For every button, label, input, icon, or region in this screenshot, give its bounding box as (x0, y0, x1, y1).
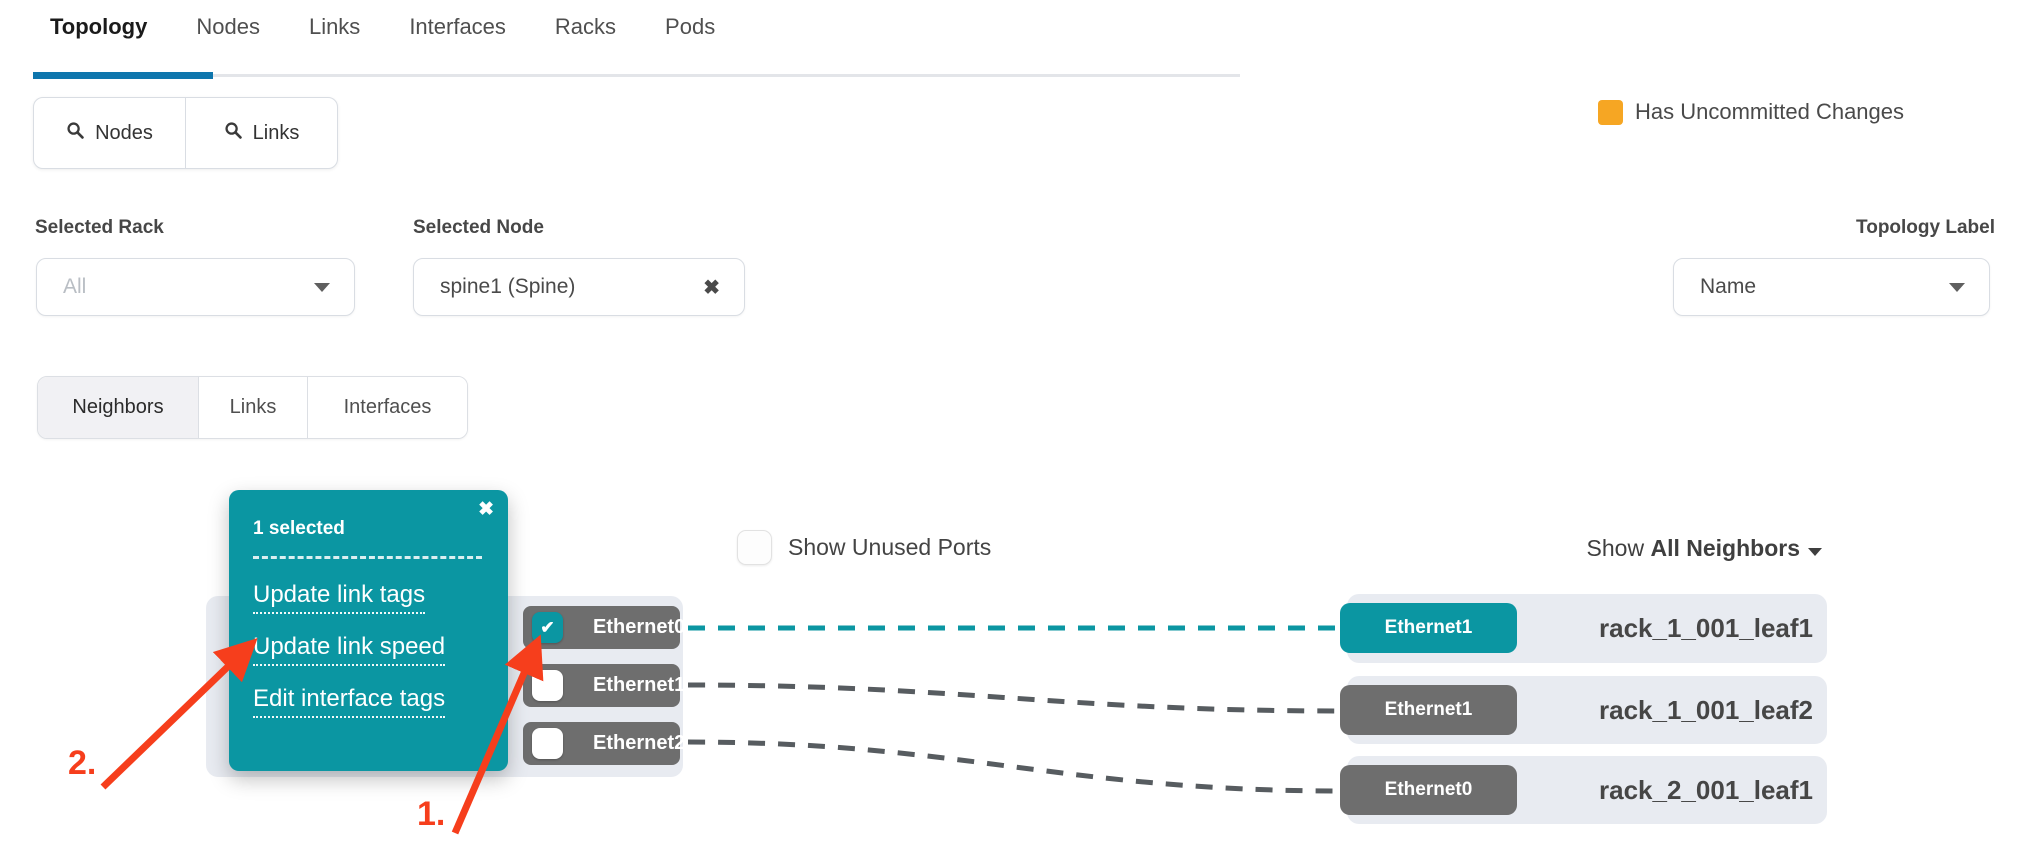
selection-actions-popup: ✖ 1 selected Update link tags Update lin… (229, 490, 508, 771)
selected-rack-dropdown[interactable]: All (36, 258, 355, 316)
port-chip-ethernet2[interactable]: Ethernet2 (523, 722, 686, 765)
selected-rack-label: Selected Rack (35, 217, 164, 238)
topology-label-value: Name (1700, 275, 1757, 298)
selected-node-value: spine1 (Spine) (440, 275, 576, 298)
search-links-label: Links (252, 121, 300, 144)
show-neighbors-prefix: Show (1586, 535, 1645, 561)
uncommitted-changes-legend: Has Uncommitted Changes (1598, 99, 1904, 125)
tab-interfaces[interactable]: Interfaces (409, 14, 506, 39)
port-checkbox[interactable] (532, 670, 563, 701)
main-tabs: Topology Nodes Links Interfaces Racks Po… (50, 14, 715, 48)
search-nodes-button[interactable]: Nodes (34, 98, 185, 168)
neighbor-node-label: rack_2_001_leaf1 (1599, 774, 1813, 805)
update-link-speed-action[interactable]: Update link speed (253, 633, 446, 666)
show-neighbors-dropdown[interactable]: Show All Neighbors (1587, 535, 1822, 562)
search-button-group: Nodes Links (33, 97, 338, 169)
show-neighbors-value: All Neighbors (1650, 535, 1800, 561)
search-icon (66, 121, 85, 146)
neighbor-port-chip[interactable]: Ethernet0 (1340, 765, 1517, 815)
port-label: Ethernet2 (593, 732, 686, 754)
tab-topology[interactable]: Topology (50, 14, 148, 39)
chevron-down-icon (1949, 282, 1965, 292)
neighbor-port-chip[interactable]: Ethernet1 (1340, 603, 1517, 653)
show-unused-ports-control: Show Unused Ports (737, 530, 991, 565)
show-unused-ports-checkbox[interactable] (737, 530, 772, 565)
active-tab-underline (33, 72, 213, 79)
port-checkbox[interactable] (532, 728, 563, 759)
selected-node-label: Selected Node (413, 217, 544, 238)
port-chip-ethernet1[interactable]: Ethernet1 (523, 664, 686, 707)
neighbor-row: Ethernet1 rack_1_001_leaf2 (1340, 676, 1827, 744)
edit-interface-tags-action[interactable]: Edit interface tags (253, 685, 446, 718)
link-line-ethernet2 (687, 739, 1343, 794)
chevron-down-icon (314, 282, 330, 292)
popup-divider (253, 556, 482, 559)
port-label: Ethernet1 (593, 674, 686, 696)
selected-rack-value: All (63, 275, 87, 298)
clear-selected-node-icon[interactable]: ✖ (703, 276, 720, 299)
port-chip-ethernet0[interactable]: ✔ Ethernet0 (523, 606, 686, 649)
search-icon (224, 121, 243, 146)
tab-pods[interactable]: Pods (665, 14, 716, 39)
neighbor-node-label: rack_1_001_leaf1 (1599, 613, 1813, 643)
selected-node-dropdown[interactable]: spine1 (Spine) ✖ (413, 258, 745, 316)
update-link-tags-action[interactable]: Update link tags (253, 581, 426, 614)
tab-neighbors[interactable]: Neighbors (38, 377, 198, 438)
tab-detail-interfaces[interactable]: Interfaces (307, 377, 467, 438)
port-checkbox-checked[interactable]: ✔ (532, 612, 563, 643)
check-icon: ✔ (540, 617, 555, 637)
neighbor-port-chip[interactable]: Ethernet1 (1340, 685, 1517, 735)
topology-label-label: Topology Label (1856, 217, 1995, 238)
tab-racks[interactable]: Racks (554, 14, 617, 39)
tab-detail-links[interactable]: Links (198, 377, 307, 438)
uncommitted-changes-label: Has Uncommitted Changes (1635, 99, 1905, 124)
link-line-ethernet1 (687, 682, 1343, 714)
annotation-label-2: 2. (68, 744, 97, 782)
tab-links[interactable]: Links (308, 14, 361, 39)
chevron-down-icon (1808, 548, 1822, 556)
detail-tabs: Neighbors Links Interfaces (37, 376, 468, 439)
tabs-baseline (213, 74, 1240, 77)
neighbor-row: Ethernet0 rack_2_001_leaf1 (1340, 756, 1827, 824)
annotation-label-1: 1. (417, 795, 446, 833)
neighbor-row: Ethernet1 rack_1_001_leaf1 (1340, 594, 1827, 663)
uncommitted-changes-swatch (1598, 99, 1623, 125)
show-unused-ports-label: Show Unused Ports (788, 534, 992, 560)
selection-count: 1 selected (253, 518, 345, 539)
topology-label-dropdown[interactable]: Name (1673, 258, 1990, 316)
search-links-button[interactable]: Links (185, 98, 337, 168)
port-label: Ethernet0 (593, 616, 686, 638)
neighbor-node-label: rack_1_001_leaf2 (1599, 694, 1813, 725)
search-nodes-label: Nodes (95, 121, 153, 144)
close-icon[interactable]: ✖ (478, 499, 494, 520)
tab-nodes[interactable]: Nodes (196, 14, 260, 39)
